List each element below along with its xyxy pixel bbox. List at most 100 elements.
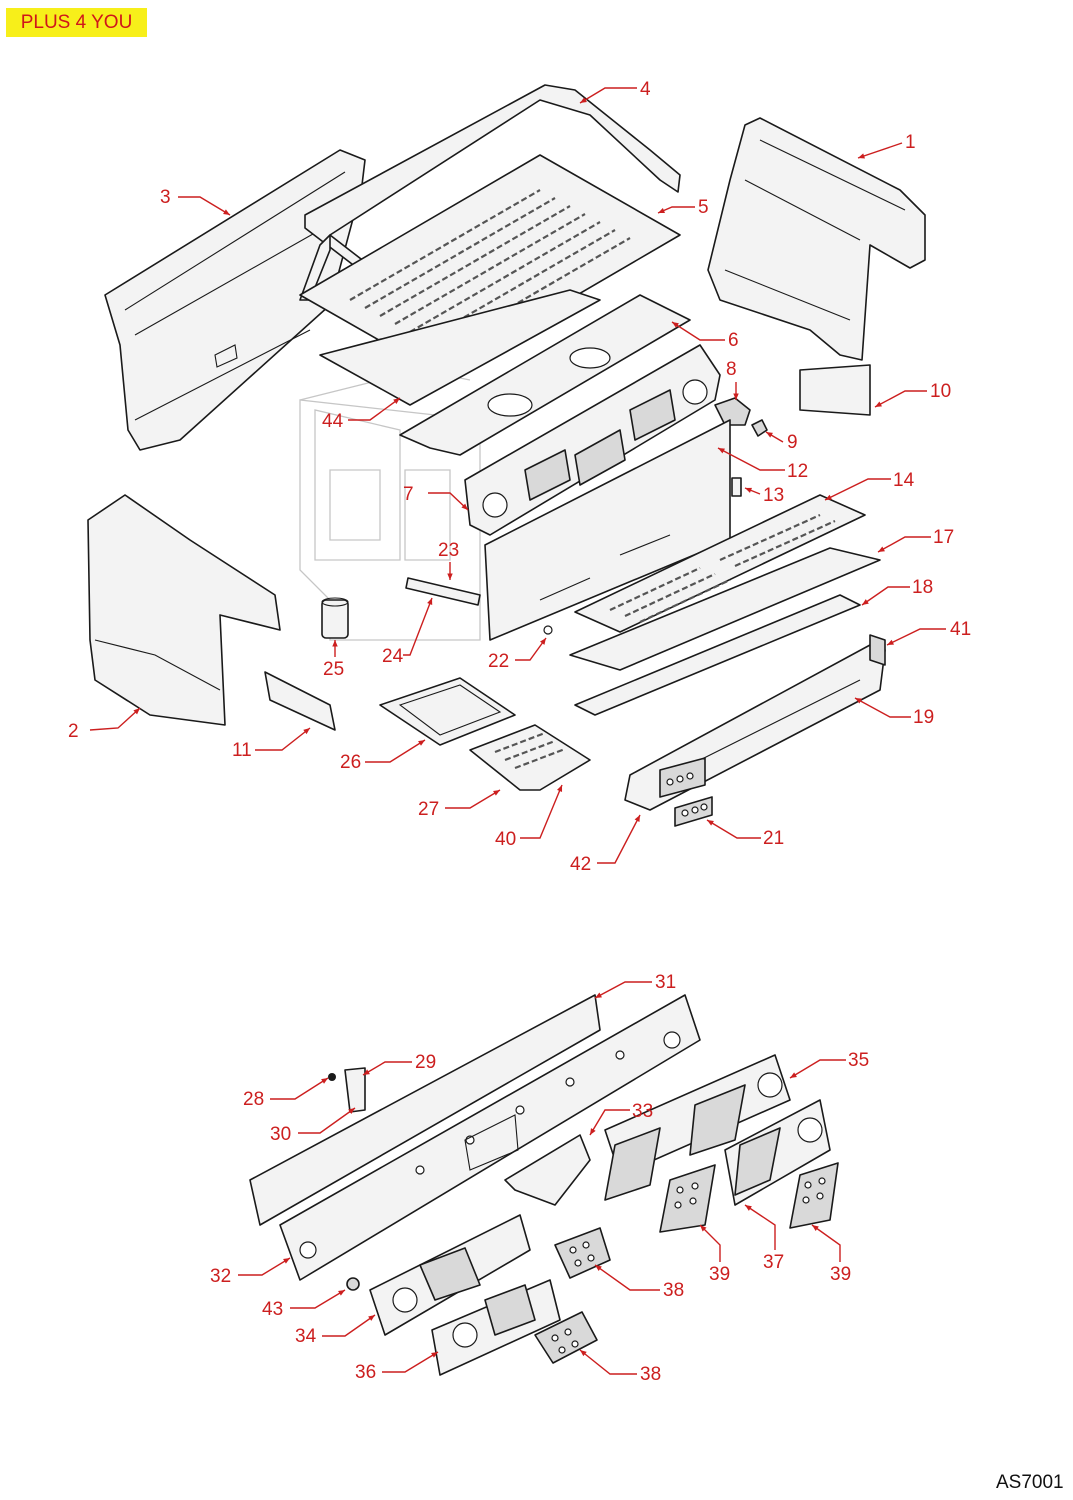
callout-14: 14 <box>824 470 915 501</box>
callout-39: 39 <box>699 1224 730 1285</box>
callout-39: 39 <box>811 1224 851 1285</box>
part-41-end-cap <box>869 634 886 666</box>
callout-number: 23 <box>438 540 459 561</box>
callout-2: 2 <box>68 707 141 742</box>
callout-arrowhead <box>700 1225 707 1232</box>
callout-number: 12 <box>787 461 808 482</box>
callout-leader <box>874 390 927 408</box>
callout-arrowhead <box>393 398 400 405</box>
part-2-lower-side-cover <box>87 494 281 726</box>
callout-number: 26 <box>340 752 361 773</box>
part-11-small-panel <box>264 671 336 731</box>
callout-number: 14 <box>893 470 915 491</box>
callout-arrowhead <box>825 494 832 500</box>
callout-number: 30 <box>270 1124 291 1145</box>
callout-arrowhead <box>855 698 862 704</box>
callout-arrowhead <box>718 448 725 454</box>
brand-badge: PLUS 4 YOU <box>6 8 147 37</box>
callout-8: 8 <box>726 359 739 400</box>
callout-arrowhead <box>862 599 869 605</box>
callout-5: 5 <box>657 197 709 218</box>
callout-leader <box>403 597 433 656</box>
callout-number: 9 <box>787 432 798 453</box>
part-44-base-sheet <box>319 289 601 406</box>
callout-28: 28 <box>243 1077 329 1110</box>
callout-arrowhead <box>733 393 739 400</box>
callout-leader <box>857 142 903 159</box>
callout-number: 36 <box>355 1362 376 1383</box>
callout-number: 27 <box>418 799 439 820</box>
callout-arrowhead <box>303 728 310 735</box>
callout-43: 43 <box>262 1289 346 1320</box>
callout-17: 17 <box>877 527 954 553</box>
part-31-back-plate <box>249 994 601 1226</box>
callout-9: 9 <box>765 431 798 453</box>
part-18-drip-tray <box>574 594 861 716</box>
callout-38: 38 <box>594 1264 684 1301</box>
callout-leader <box>589 1109 630 1136</box>
callout-number: 31 <box>655 972 676 993</box>
callout-arrowhead <box>332 640 338 647</box>
callout-13: 13 <box>744 485 784 506</box>
part-22-screw <box>543 625 553 635</box>
callout-22: 22 <box>488 637 547 672</box>
callout-arrowhead <box>133 708 140 715</box>
callout-arrowhead <box>580 97 587 103</box>
callout-arrowhead <box>595 992 602 998</box>
callout-4: 4 <box>579 79 651 104</box>
part-39-keypad-a <box>659 1164 716 1233</box>
callout-number: 37 <box>763 1252 784 1273</box>
callout-30: 30 <box>270 1107 356 1145</box>
part-42-key-panel <box>659 757 706 798</box>
callout-leader <box>270 1077 329 1100</box>
callout-35: 35 <box>789 1050 869 1079</box>
part-33-display-bezel <box>504 1134 591 1206</box>
callout-number: 38 <box>640 1364 661 1385</box>
callout-leader <box>671 321 725 341</box>
callout-leader <box>255 727 311 751</box>
callout-number: 29 <box>415 1052 436 1073</box>
callout-arrowhead <box>363 1069 370 1075</box>
callout-number: 28 <box>243 1089 264 1110</box>
part-35-right-bezel <box>604 1054 791 1201</box>
callout-26: 26 <box>340 739 426 773</box>
part-36-left-bezel <box>431 1279 561 1376</box>
callout-leader <box>699 1224 721 1262</box>
callout-number: 32 <box>210 1266 231 1287</box>
callout-number: 4 <box>640 79 651 100</box>
callout-leader <box>824 478 891 501</box>
callout-11: 11 <box>232 727 311 761</box>
callout-42: 42 <box>570 814 641 875</box>
callout-number: 39 <box>709 1264 730 1285</box>
callout-41: 41 <box>886 619 971 646</box>
part-13-switch <box>731 477 742 497</box>
callout-number: 8 <box>726 359 737 380</box>
callout-27: 27 <box>418 789 501 820</box>
callout-29: 29 <box>362 1052 436 1076</box>
callout-leader <box>348 397 401 421</box>
callout-leader <box>238 1257 291 1276</box>
callout-number: 18 <box>912 577 933 598</box>
callout-number: 38 <box>663 1280 684 1301</box>
callout-18: 18 <box>861 577 933 606</box>
callout-arrowhead <box>447 573 453 580</box>
callout-labels: 1234567891011121314171819212223242526274… <box>68 79 971 1385</box>
part-29-clip <box>344 1067 366 1113</box>
callout-leader <box>298 1107 356 1134</box>
part-3-left-side-panel <box>104 149 366 451</box>
callout-38: 38 <box>579 1349 661 1385</box>
part-39-keypad-b <box>789 1162 839 1229</box>
callout-leader <box>515 637 547 661</box>
part-17-tray-frame <box>569 547 881 671</box>
callout-number: 13 <box>763 485 784 506</box>
callout-leader <box>579 1349 637 1375</box>
callout-arrowhead <box>580 1350 587 1357</box>
part-38-keypad-b <box>534 1311 598 1364</box>
callout-leader <box>520 784 563 839</box>
callout-37: 37 <box>744 1204 784 1273</box>
callout-arrowhead <box>223 209 230 215</box>
callout-number: 2 <box>68 721 79 742</box>
callout-arrowhead <box>461 503 468 510</box>
callout-number: 40 <box>495 829 516 850</box>
callout-arrowhead <box>557 785 563 792</box>
